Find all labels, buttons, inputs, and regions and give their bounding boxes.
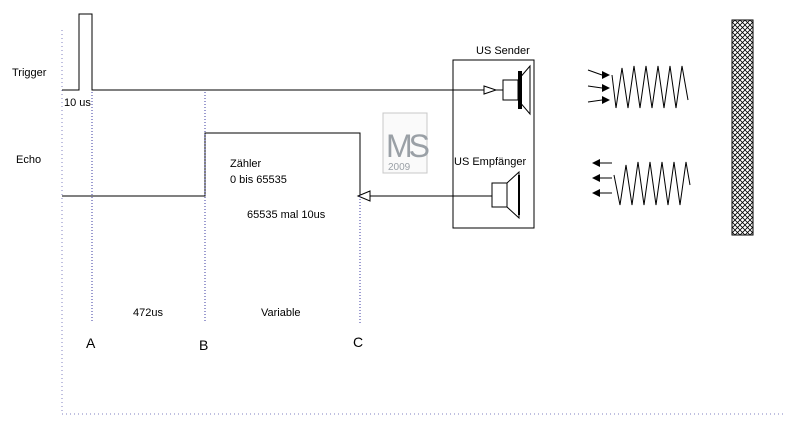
sender-label: US Sender: [476, 45, 530, 57]
counter-range: 0 bis 65535: [230, 174, 287, 186]
segment-bc-label: Variable: [261, 307, 301, 319]
marker-b: B: [199, 337, 208, 353]
receiver-label: US Empfänger: [454, 156, 526, 168]
watermark-letters: MS: [386, 128, 429, 164]
diagram-frame: [61, 30, 786, 415]
counter-title: Zähler: [230, 158, 262, 170]
watermark-year: 2009: [388, 162, 411, 173]
echo-signal: [62, 132, 361, 197]
pulse-width-label: 10 us: [64, 97, 91, 109]
receiver-speaker-icon: [491, 170, 520, 220]
ultrasonic-module-box: [452, 59, 535, 229]
sender-speaker-icon: [502, 64, 531, 116]
echo-label: Echo: [16, 154, 41, 166]
segment-ab-label: 472us: [133, 307, 163, 319]
ms-watermark-logo: MS 2009: [382, 112, 433, 174]
trigger-arrowhead: [483, 85, 498, 95]
trigger-label: Trigger: [12, 67, 47, 79]
counter-resolution: 65535 mal 10us: [247, 209, 326, 221]
reflecting-wall: [731, 19, 754, 236]
marker-c: C: [353, 334, 363, 350]
trigger-signal: [62, 13, 484, 91]
incoming-wave-icon: [592, 159, 691, 206]
marker-a: A: [86, 335, 96, 351]
echo-arrowhead: [356, 190, 371, 202]
outgoing-wave-icon: [587, 65, 689, 109]
